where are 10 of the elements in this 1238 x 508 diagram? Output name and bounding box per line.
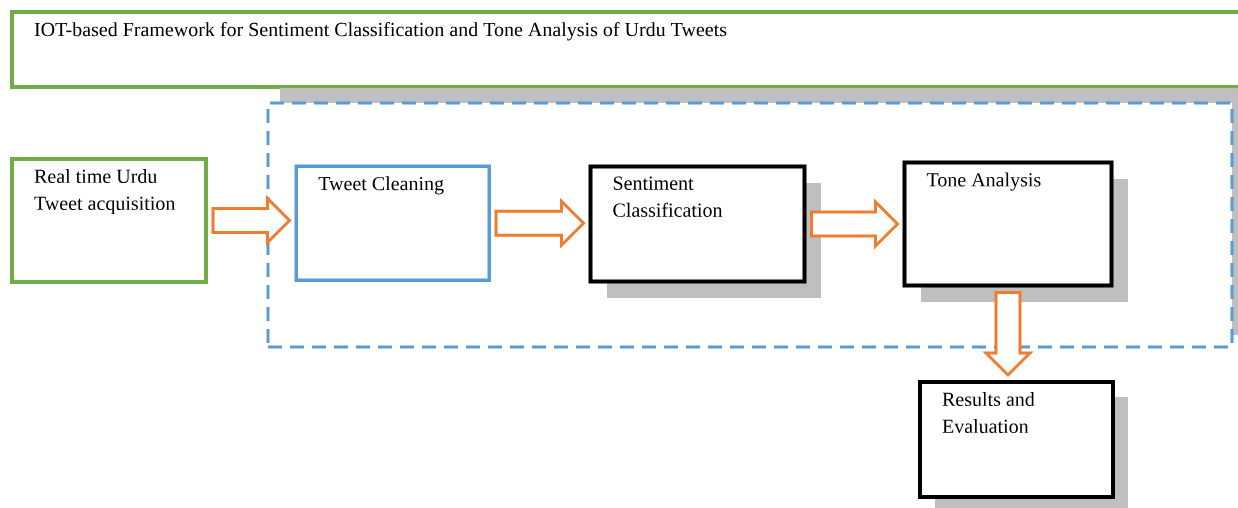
process-box: Tone Analysis	[902, 160, 1128, 302]
block-arrow	[982, 291, 1034, 378]
process-box: Real time Urdu Tweet acquisition	[10, 157, 208, 284]
process-box: Results and Evaluation	[918, 380, 1128, 508]
title-box: IOT-based Framework for Sentiment Classification and Tone Analysis of Urdu Tweets	[10, 10, 1238, 89]
process-box: Tweet Cleaning	[294, 164, 491, 282]
block-arrow	[810, 198, 900, 250]
block-arrow	[211, 194, 292, 247]
process-box: Sentiment Classification	[588, 164, 821, 298]
block-arrow	[494, 197, 586, 249]
